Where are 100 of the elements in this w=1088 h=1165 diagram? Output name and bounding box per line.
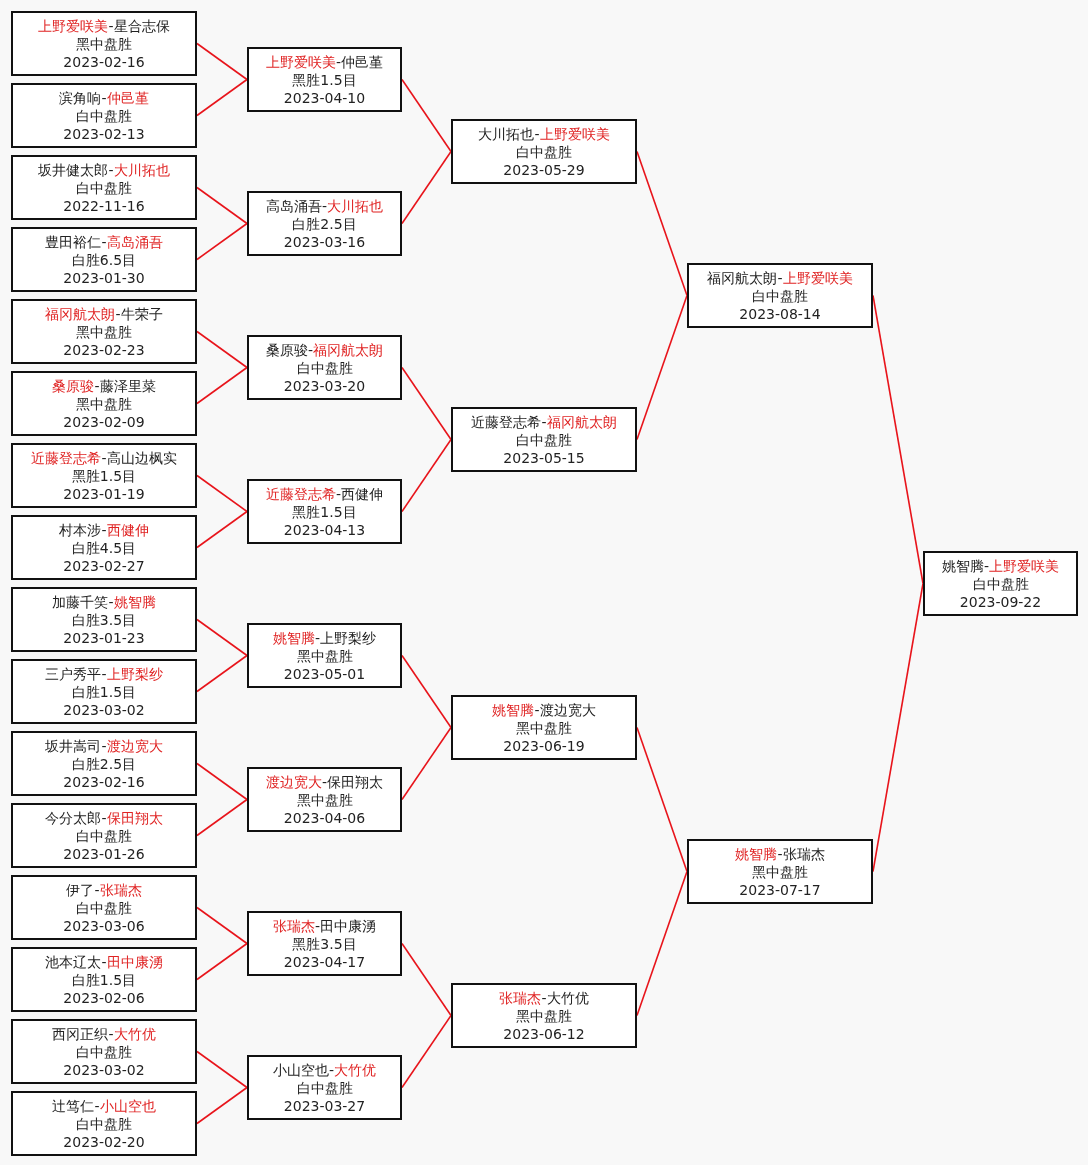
- match-result: 白中盘胜: [752, 286, 808, 305]
- match-date: 2023-03-16: [283, 232, 366, 251]
- match-box: [11, 803, 197, 868]
- match-date: 2023-03-02: [63, 1060, 145, 1079]
- match-result: 黑中盘胜: [752, 862, 808, 881]
- match-result: 白胜2.5目: [292, 214, 357, 233]
- bracket-line: [196, 1050, 248, 1089]
- match-box: [11, 1019, 197, 1084]
- match-date: 2023-07-17: [739, 880, 821, 899]
- bracket-line: [196, 186, 248, 225]
- match-result: 黑胜1.5目: [71, 466, 137, 485]
- match-players: 小山空也-大竹优: [272, 1060, 377, 1079]
- match-box: [247, 1055, 402, 1120]
- match-result: 白中盘胜: [516, 430, 572, 449]
- match-date: 2023-04-06: [283, 808, 366, 827]
- match-box: [11, 515, 197, 580]
- bracket-line: [196, 798, 248, 837]
- match-players: 池本辽太-田中康湧: [45, 952, 163, 971]
- match-box: [11, 1091, 197, 1156]
- match-players: 福冈航太朗-牛荣子: [45, 304, 163, 323]
- bracket-line: [196, 942, 248, 981]
- bracket-line: [196, 474, 248, 513]
- match-date: 2023-01-19: [63, 484, 145, 503]
- match-date: 2023-03-27: [283, 1096, 366, 1115]
- match-players: 坂井健太郎-大川拓也: [38, 160, 170, 179]
- match-box: [11, 443, 197, 508]
- match-date: 2023-04-13: [283, 520, 366, 539]
- match-result: 黑胜3.5目: [292, 934, 357, 953]
- match-box: [451, 407, 637, 472]
- bracket-line: [196, 1086, 248, 1125]
- match-box: [247, 911, 402, 976]
- match-box: [687, 839, 873, 904]
- match-players: 张瑞杰-田中康湧: [272, 916, 377, 935]
- bracket-line: [401, 654, 452, 729]
- bracket-line: [196, 762, 248, 801]
- match-result: 黑中盘胜: [516, 1006, 572, 1025]
- match-result: 黑中盘胜: [76, 394, 132, 413]
- bracket-line: [401, 366, 452, 441]
- match-result: 黑中盘胜: [296, 646, 353, 665]
- match-box: [11, 11, 197, 76]
- match-date: 2023-06-19: [503, 736, 585, 755]
- bracket-line: [196, 42, 248, 81]
- match-players: 辻笃仁-小山空也: [52, 1096, 156, 1115]
- bracket-line: [401, 78, 452, 153]
- match-players: 今分太郎-保田翔太: [45, 808, 163, 827]
- match-result: 黑胜1.5目: [292, 70, 357, 89]
- match-box: [687, 263, 873, 328]
- bracket-line: [401, 438, 452, 513]
- match-players: 三户秀平-上野梨纱: [45, 664, 163, 683]
- match-box: [11, 299, 197, 364]
- match-box: [451, 119, 637, 184]
- match-players: 桑原骏-藤泽里菜: [52, 376, 156, 395]
- bracket-line: [196, 78, 248, 117]
- match-date: 2023-05-15: [503, 448, 585, 467]
- match-box: [247, 335, 402, 400]
- bracket-line: [401, 150, 452, 225]
- match-date: 2023-04-17: [283, 952, 366, 971]
- match-players: 姚智腾-渡边宽大: [492, 700, 596, 719]
- match-box: [11, 731, 197, 796]
- match-players: 近藤登志希-福冈航太朗: [471, 412, 617, 431]
- match-result: 黑中盘胜: [296, 790, 353, 809]
- match-result: 白中盘胜: [76, 178, 132, 197]
- match-box: [247, 191, 402, 256]
- bracket-line: [196, 366, 248, 405]
- match-box: [923, 551, 1078, 616]
- match-date: 2023-03-20: [283, 376, 366, 395]
- bracket-line: [401, 726, 452, 801]
- match-players: 上野爱咲美-星合志保: [38, 16, 170, 35]
- match-players: 坂井嵩司-渡边宽大: [45, 736, 163, 755]
- match-date: 2023-02-23: [63, 340, 145, 359]
- match-players: 近藤登志希-高山边枫实: [31, 448, 177, 467]
- match-date: 2023-03-06: [63, 916, 145, 935]
- match-date: 2023-02-06: [63, 988, 145, 1007]
- match-date: 2023-02-27: [63, 556, 145, 575]
- match-date: 2023-02-16: [63, 772, 145, 791]
- match-box: [11, 155, 197, 220]
- match-players: 福冈航太朗-上野爱咲美: [707, 268, 853, 287]
- match-result: 白胜4.5目: [71, 538, 137, 557]
- match-players: 上野爱咲美-仲邑堇: [265, 52, 384, 71]
- match-date: 2023-01-23: [63, 628, 145, 647]
- match-result: 白中盘胜: [76, 826, 132, 845]
- match-result: 白中盘胜: [76, 1114, 132, 1133]
- bracket-line: [196, 510, 248, 549]
- match-date: 2023-06-12: [503, 1024, 585, 1043]
- match-box: [451, 983, 637, 1048]
- match-date: 2023-02-16: [63, 52, 145, 71]
- match-date: 2023-08-14: [739, 304, 821, 323]
- match-box: [247, 479, 402, 544]
- bracket-line: [401, 942, 452, 1017]
- match-players: 姚智腾-上野爱咲美: [941, 556, 1060, 575]
- match-players: 西冈正织-大竹优: [52, 1024, 156, 1043]
- bracket-line: [196, 618, 248, 657]
- bracket-line: [196, 906, 248, 945]
- match-players: 村本涉-西健伸: [59, 520, 149, 539]
- match-date: 2023-04-10: [283, 88, 366, 107]
- match-date: 2023-05-01: [283, 664, 366, 683]
- match-players: 滨角响-仲邑堇: [59, 88, 149, 107]
- match-box: [247, 623, 402, 688]
- match-players: 高岛涌吾-大川拓也: [265, 196, 384, 215]
- match-result: 白胜3.5目: [71, 610, 137, 629]
